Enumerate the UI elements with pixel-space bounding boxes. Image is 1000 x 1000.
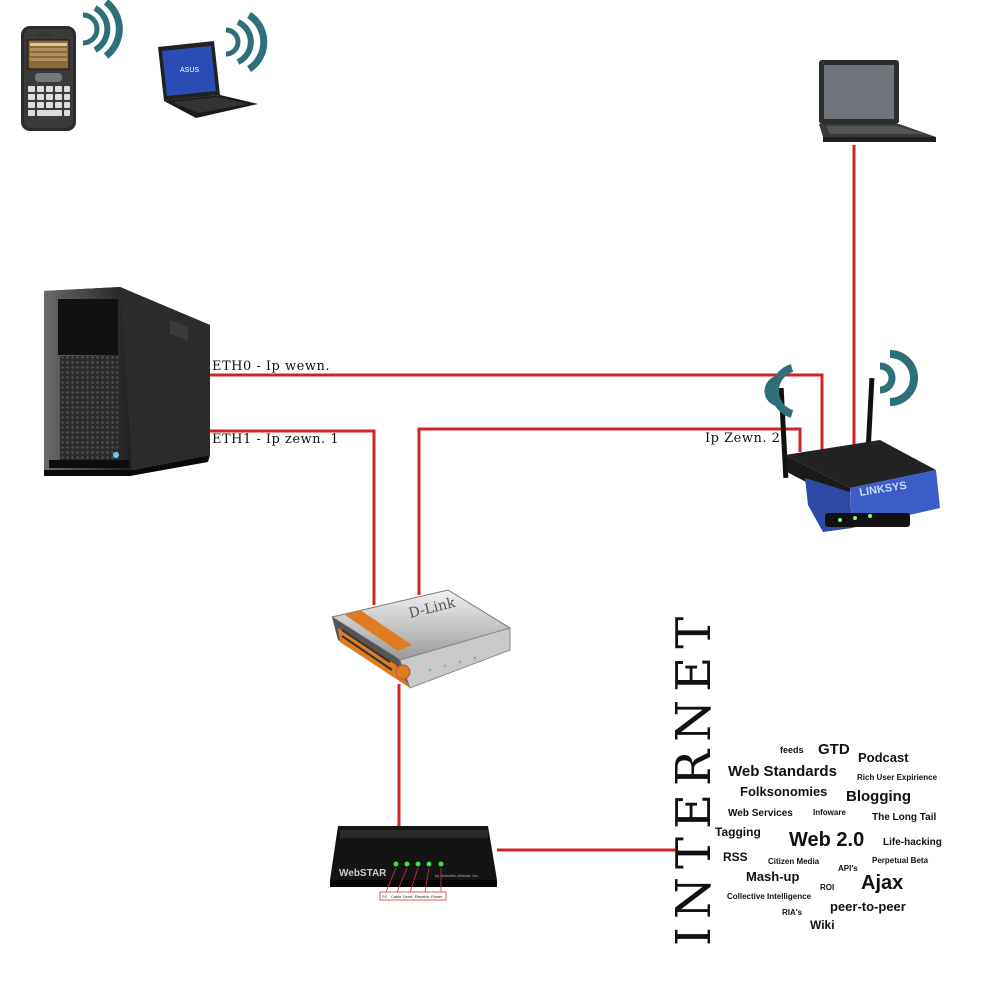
tag-tagging: Tagging <box>715 825 761 839</box>
tag-folksonomies: Folksonomies <box>740 784 827 799</box>
tag-podcast: Podcast <box>858 750 909 765</box>
tag-gtd: GTD <box>818 741 850 758</box>
tag-wiki: Wiki <box>810 918 835 932</box>
tag-life-hacking: Life-hacking <box>883 837 942 848</box>
link-switch-to-router <box>417 427 802 595</box>
server-icon <box>44 287 210 476</box>
modem-icon: WebSTAR by Scientific-Atlanta, Inc. PC C… <box>330 826 497 901</box>
phone-brand: NOKIA <box>38 32 51 37</box>
modem-brand: WebSTAR <box>339 868 387 879</box>
modem-led-pc: PC <box>382 894 388 899</box>
modem-maker: by Scientific-Atlanta, Inc. <box>435 873 479 878</box>
tag-infoware: Infoware <box>813 808 846 817</box>
tag-mash-up: Mash-up <box>746 869 800 884</box>
smartphone-icon: NOKIA <box>21 26 76 131</box>
tag-perpetual-beta: Perpetual Beta <box>872 856 929 865</box>
wifi-signal-icon <box>764 364 794 418</box>
tag-web-services: Web Services <box>728 808 793 819</box>
tag-rss: RSS <box>723 850 748 864</box>
tag-peer-to-peer: peer-to-peer <box>830 899 906 914</box>
router-icon: LINKSYS <box>778 377 940 532</box>
modem-led-power: Power <box>431 894 443 899</box>
laptop-icon: ASUS <box>158 41 258 118</box>
switch-icon: D-Link <box>330 589 512 689</box>
wifi-signal-icon <box>225 12 268 72</box>
connection-lines <box>208 145 856 852</box>
eth0-label: ETH0 - Ip wewn. <box>212 359 330 374</box>
tag-cloud: feeds GTD Podcast Web Standards Rich Use… <box>715 741 942 932</box>
wifi-signal-icon <box>82 0 123 59</box>
tag-the-long-tail: The Long Tail <box>872 812 936 823</box>
tag-web-2-0: Web 2.0 <box>789 829 864 851</box>
modem-led-receive: Receive <box>415 894 430 899</box>
tag-apis: API's <box>838 864 858 873</box>
eth1-label: ETH1 - Ip zewn. 1 <box>212 432 339 447</box>
tag-collective-intelligence: Collective Intelligence <box>727 892 812 901</box>
link-eth0-to-router <box>208 373 824 452</box>
tag-rich-user-experience: Rich User Expirience <box>857 773 938 782</box>
tag-citizen-media: Citizen Media <box>768 857 820 866</box>
internet-label: INTERNET <box>666 609 722 946</box>
modem-led-cable: Cable <box>391 894 402 899</box>
tag-rias: RIA's <box>782 908 803 917</box>
tag-ajax: Ajax <box>861 872 903 894</box>
ip-zewn-2-label: Ip Zewn. 2 <box>705 431 780 446</box>
modem-led-send: Send <box>403 894 412 899</box>
tag-blogging: Blogging <box>846 788 911 805</box>
tag-web-standards: Web Standards <box>728 763 837 780</box>
laptop-icon <box>819 60 936 142</box>
tag-feeds: feeds <box>780 745 804 755</box>
link-eth1-to-switch <box>208 429 376 605</box>
netbook-brand: ASUS <box>180 67 199 74</box>
tag-roi: ROI <box>820 883 834 892</box>
wifi-signal-icon <box>879 350 918 406</box>
